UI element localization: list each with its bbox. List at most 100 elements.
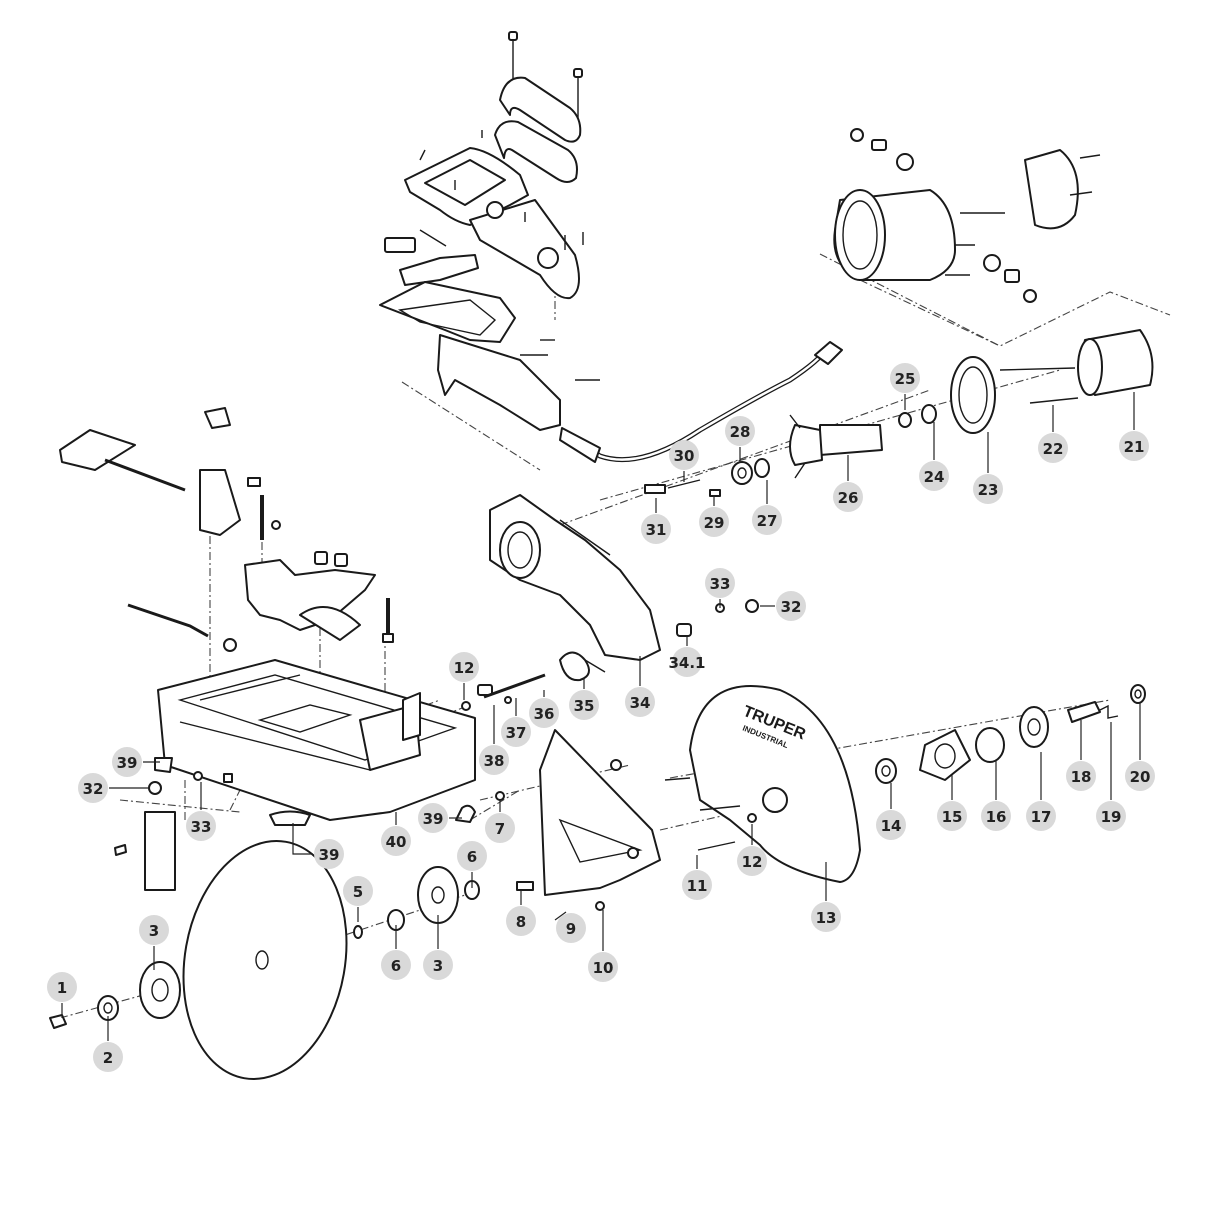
callout-bubble bbox=[890, 363, 920, 393]
callout-number: 37 bbox=[506, 724, 527, 742]
callout-c6a: 6 bbox=[381, 925, 411, 980]
callout-c24: 24 bbox=[919, 422, 949, 491]
callout-bubble bbox=[556, 913, 586, 943]
callout-c21: 21 bbox=[1119, 392, 1149, 461]
callout-number: 22 bbox=[1043, 440, 1064, 458]
callout-number: 24 bbox=[924, 468, 945, 486]
motor-housing-assembly bbox=[833, 128, 1101, 303]
callout-c9: 9 bbox=[554, 911, 586, 943]
callout-bubble bbox=[1038, 433, 1068, 463]
callout-bubble bbox=[1125, 761, 1155, 791]
callout-number: 11 bbox=[687, 877, 708, 895]
callout-bubble bbox=[1066, 761, 1096, 791]
callout-bubble bbox=[186, 811, 216, 841]
callout-c3b: 3 bbox=[423, 915, 453, 980]
callout-number: 3 bbox=[149, 922, 159, 940]
callout-bubble bbox=[1096, 801, 1126, 831]
callout-number: 33 bbox=[710, 575, 731, 593]
callout-number: 16 bbox=[986, 808, 1007, 826]
callout-c15: 15 bbox=[937, 775, 967, 831]
callout-number: 34 bbox=[630, 694, 651, 712]
callout-number: 18 bbox=[1071, 768, 1092, 786]
callout-number: 25 bbox=[895, 370, 916, 388]
callout-c23: 23 bbox=[973, 432, 1003, 504]
callout-c20: 20 bbox=[1125, 703, 1155, 791]
callout-bubble bbox=[93, 1042, 123, 1072]
callout-number: 34.1 bbox=[668, 654, 705, 672]
callout-number: 27 bbox=[757, 512, 778, 530]
stator-and-armature bbox=[644, 329, 1154, 497]
callout-bubble bbox=[737, 846, 767, 876]
callout-bubble bbox=[506, 906, 536, 936]
callout-number: 2 bbox=[103, 1049, 113, 1067]
callout-bubble bbox=[423, 950, 453, 980]
power-cord bbox=[559, 341, 843, 463]
callout-bubble bbox=[501, 717, 531, 747]
callout-c28: 28 bbox=[725, 416, 755, 463]
callout-number: 17 bbox=[1031, 808, 1052, 826]
callout-bubble bbox=[672, 647, 702, 677]
callout-number: 40 bbox=[386, 833, 407, 851]
callout-c19: 19 bbox=[1096, 722, 1126, 831]
callout-c25: 25 bbox=[890, 363, 920, 410]
callout-bubble bbox=[937, 801, 967, 831]
callout-c10: 10 bbox=[588, 910, 618, 982]
callout-bubble bbox=[457, 841, 487, 871]
callout-bubble bbox=[529, 698, 559, 728]
callout-c29: 29 bbox=[699, 495, 729, 537]
callout-c7: 7 bbox=[485, 800, 515, 843]
callout-c40: 40 bbox=[381, 812, 411, 856]
callout-bubble bbox=[725, 416, 755, 446]
callout-c26: 26 bbox=[833, 455, 863, 512]
callout-bubble bbox=[418, 803, 448, 833]
callout-c22: 22 bbox=[1038, 405, 1068, 463]
callout-bubble bbox=[705, 568, 735, 598]
callout-c30: 30 bbox=[669, 440, 699, 482]
callout-number: 8 bbox=[516, 913, 526, 931]
callout-c34: 34 bbox=[625, 656, 655, 717]
callout-c35: 35 bbox=[569, 678, 599, 720]
callout-bubble bbox=[752, 505, 782, 535]
callout-number: 19 bbox=[1101, 808, 1122, 826]
callout-number: 26 bbox=[838, 489, 859, 507]
callout-bubble bbox=[811, 902, 841, 932]
callout-bubble bbox=[139, 915, 169, 945]
callout-number: 23 bbox=[978, 481, 999, 499]
callout-bubble bbox=[625, 687, 655, 717]
callout-bubble bbox=[1119, 431, 1149, 461]
callout-number: 29 bbox=[704, 514, 725, 532]
callout-bubble bbox=[699, 507, 729, 537]
callout-bubble bbox=[479, 745, 509, 775]
callout-number: 35 bbox=[574, 697, 595, 715]
gear-case-arm bbox=[489, 494, 759, 682]
callout-leader-line bbox=[554, 911, 567, 921]
callout-c6b: 6 bbox=[457, 841, 487, 888]
callout-bubble bbox=[569, 690, 599, 720]
callout-c37: 37 bbox=[501, 698, 531, 747]
callout-bubble bbox=[833, 482, 863, 512]
callout-c36: 36 bbox=[529, 690, 559, 728]
callout-number: 32 bbox=[781, 598, 802, 616]
callout-c12a: 12 bbox=[737, 824, 767, 876]
callout-number: 10 bbox=[593, 959, 614, 977]
callout-number: 36 bbox=[534, 705, 555, 723]
callout-c31: 31 bbox=[641, 498, 671, 544]
callout-bubble bbox=[314, 839, 344, 869]
callout-number: 12 bbox=[454, 659, 475, 677]
callout-number: 39 bbox=[423, 810, 444, 828]
callout-number: 14 bbox=[881, 817, 902, 835]
callout-number: 30 bbox=[674, 447, 695, 465]
callout-bubble bbox=[919, 461, 949, 491]
callout-c11: 11 bbox=[682, 855, 712, 900]
callout-number: 6 bbox=[391, 957, 401, 975]
callout-bubble bbox=[381, 950, 411, 980]
callout-number: 7 bbox=[495, 820, 505, 838]
callout-c1: 1 bbox=[47, 972, 77, 1018]
callout-c33a: 33 bbox=[705, 568, 735, 608]
saw-base bbox=[114, 659, 546, 891]
callout-c27: 27 bbox=[752, 480, 782, 535]
callout-bubble bbox=[1026, 801, 1056, 831]
callout-bubble bbox=[981, 801, 1011, 831]
